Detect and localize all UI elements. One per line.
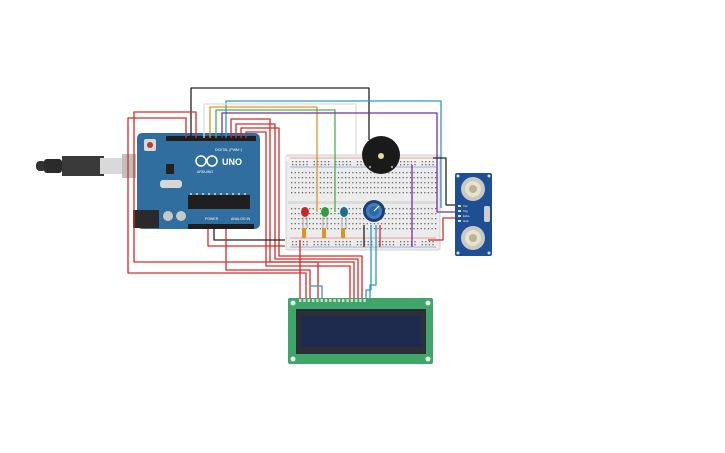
wire-black-ultrasonic bbox=[433, 157, 455, 206]
wire-black-gnd bbox=[213, 229, 285, 241]
led-red[interactable] bbox=[301, 207, 309, 238]
atmega-chip bbox=[188, 195, 250, 209]
wire-blue-pot bbox=[365, 225, 372, 298]
usb-cable[interactable] bbox=[36, 154, 136, 178]
lcd-pin-header bbox=[299, 299, 366, 302]
us-pin-gnd: Gnd bbox=[463, 219, 469, 223]
led-green[interactable] bbox=[321, 207, 329, 238]
power-pins-label: POWER bbox=[205, 217, 219, 221]
wire-red-loop-1 bbox=[133, 111, 319, 298]
wires bbox=[127, 87, 455, 298]
wire-red-ultrasonic bbox=[428, 217, 455, 241]
wire-green-led bbox=[215, 109, 336, 212]
digital-pins-label: DIGITAL (PWM~) bbox=[215, 148, 242, 152]
lcd-screen bbox=[301, 316, 421, 347]
piezo-buzzer[interactable] bbox=[362, 136, 400, 174]
wire-red-loop-6 bbox=[245, 131, 351, 298]
wire-blue-ultrasonic bbox=[225, 100, 442, 208]
wire-blue-pot-2 bbox=[369, 225, 377, 298]
wire-blue-lcd bbox=[310, 285, 323, 298]
resistor bbox=[341, 228, 345, 238]
arduino-model-label: UNO bbox=[222, 157, 242, 167]
us-pin-trig: Trig bbox=[463, 209, 468, 213]
wire-red-loop-5 bbox=[240, 127, 363, 298]
led-blue[interactable] bbox=[340, 207, 348, 238]
power-analog-header bbox=[188, 224, 254, 229]
power-jack bbox=[133, 210, 159, 228]
wire-white bbox=[203, 103, 357, 156]
analog-pins-label: ANALOG IN bbox=[231, 217, 251, 221]
ultrasonic-sensor[interactable]: Vcc Trig Echo Gnd bbox=[455, 173, 492, 256]
wire-red-loop-2 bbox=[127, 117, 307, 298]
wire-red-power bbox=[207, 229, 285, 247]
wire-red-bottom bbox=[225, 229, 311, 298]
lcd-display[interactable] bbox=[288, 298, 433, 364]
arduino-brand-label: ARDUINO bbox=[197, 170, 213, 174]
wire-red-loop-3 bbox=[230, 118, 355, 298]
resistor bbox=[322, 228, 326, 238]
breadboard[interactable] bbox=[285, 154, 441, 251]
arduino-logo-icon bbox=[195, 155, 218, 167]
us-pin-vcc: Vcc bbox=[463, 204, 468, 208]
potentiometer[interactable] bbox=[363, 200, 385, 222]
us-pin-echo: Echo bbox=[463, 214, 470, 218]
resistor bbox=[302, 228, 306, 238]
arduino-uno-board[interactable]: UNO ARDUINO DIGITAL (PWM~) POWER ANALOG … bbox=[133, 133, 260, 229]
wire-red-loop-4 bbox=[235, 123, 359, 298]
wire-black-buzzer bbox=[190, 87, 370, 140]
wire-purple-ultrasonic bbox=[221, 112, 455, 213]
breadboard-holes bbox=[291, 161, 437, 246]
digital-header bbox=[166, 136, 256, 141]
wire-orange-led bbox=[209, 106, 318, 212]
